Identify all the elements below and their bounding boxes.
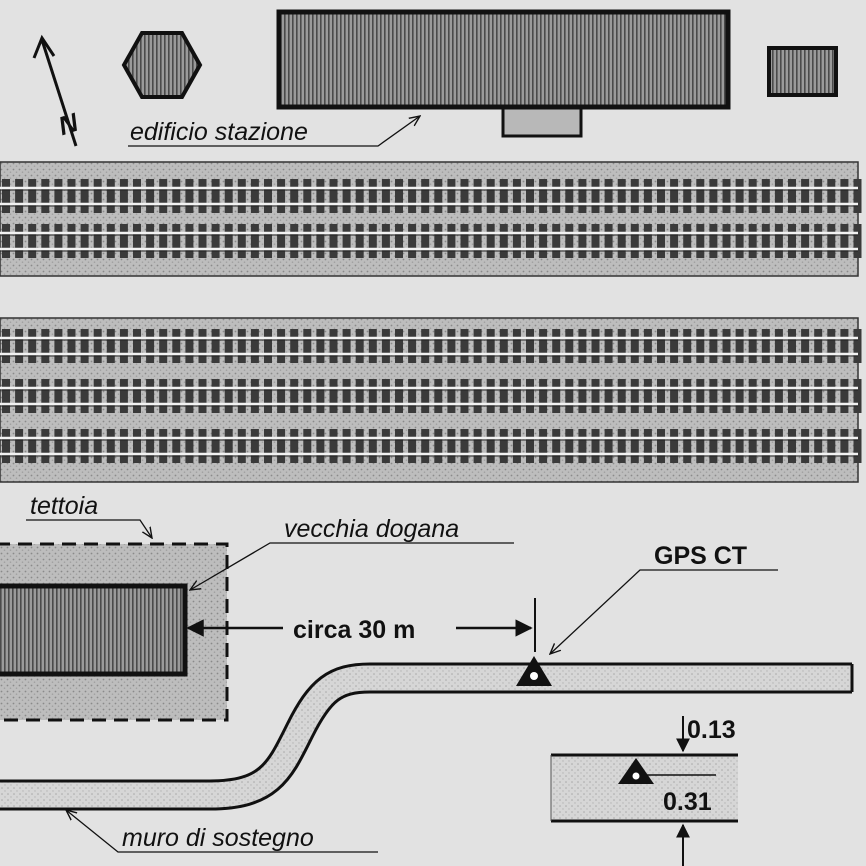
retaining-wall-label: muro di sostegno	[122, 824, 314, 852]
railway-track	[0, 179, 862, 213]
station-building-label: edificio stazione	[130, 118, 308, 146]
gps-label: GPS CT	[654, 542, 747, 570]
retaining-wall-leader-line	[66, 810, 378, 853]
retaining-wall-fill	[0, 665, 852, 808]
old-customs-label: vecchia dogana	[284, 515, 459, 543]
dim-top-label: 0.13	[687, 716, 736, 744]
railway-track	[0, 224, 862, 258]
hexagon-building	[121, 31, 203, 99]
station-annex	[501, 106, 583, 138]
old-customs-leader-line	[190, 542, 514, 590]
detail-inset: 0.13 0.31	[550, 716, 738, 866]
old-customs-building	[0, 583, 188, 677]
north-label: N	[55, 106, 83, 141]
railway-track	[0, 379, 862, 413]
upper-track-group	[0, 161, 862, 277]
station-leader-line	[128, 116, 420, 147]
canopy-leader-line	[26, 519, 152, 538]
small-building	[767, 46, 838, 97]
dim-bottom-label: 0.31	[663, 788, 712, 816]
railway-track	[0, 329, 862, 363]
distance-label: circa 30 m	[293, 616, 415, 644]
station-building	[276, 9, 731, 110]
gps-marker-icon	[516, 656, 552, 686]
north-arrow-icon: N	[32, 34, 83, 147]
gps-leader-line	[550, 569, 778, 654]
lower-track-group	[0, 317, 862, 483]
gps-detail-marker-icon	[618, 758, 654, 784]
canopy-label: tettoia	[30, 492, 98, 520]
railway-track	[0, 429, 862, 463]
